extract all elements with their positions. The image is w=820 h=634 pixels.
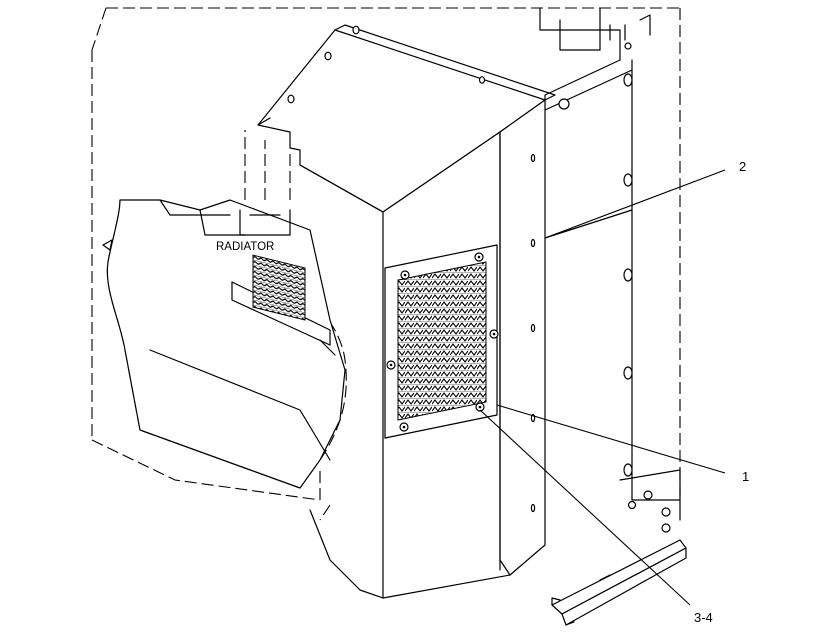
bolt-icon xyxy=(558,98,570,110)
bolt-icon xyxy=(661,507,671,517)
callout-2-label: 2 xyxy=(739,159,746,174)
leader-1 xyxy=(496,404,726,474)
frame-bolts xyxy=(558,42,671,533)
cover-bolt-icon xyxy=(489,329,499,339)
bolt-icon xyxy=(623,73,633,87)
cover-bolt-icon xyxy=(474,252,484,262)
callout-3-4-label: 3-4 xyxy=(694,610,713,625)
cover-bolt-icon xyxy=(386,360,396,370)
cover-bolt-icon xyxy=(475,402,485,412)
bolt-icon xyxy=(643,490,653,500)
slot-icon xyxy=(530,503,536,513)
hole-icon xyxy=(287,94,295,104)
bolt-icon xyxy=(623,366,633,380)
side-frame xyxy=(539,7,681,521)
bolt-icon xyxy=(627,500,637,510)
callout-1-label: 1 xyxy=(742,469,749,484)
leader-3-4 xyxy=(479,409,691,606)
callout-leaders xyxy=(479,169,726,606)
hole-icon xyxy=(324,51,332,61)
hole-icon xyxy=(478,76,486,84)
cover-bolt-icon xyxy=(400,270,410,280)
bolt-icon xyxy=(623,268,633,282)
bolt-icon xyxy=(661,523,671,533)
hole-icon xyxy=(352,25,360,35)
radiator-core xyxy=(252,254,306,321)
bolt-icon xyxy=(624,42,632,50)
enclosure xyxy=(257,24,556,599)
bottom-bracket xyxy=(551,539,687,626)
leader-2 xyxy=(544,169,726,239)
slot-icon xyxy=(530,323,536,333)
bolt-icon xyxy=(623,463,633,477)
radiator-label: RADIATOR xyxy=(216,241,274,253)
slot-icon xyxy=(530,238,536,248)
grille-cover xyxy=(384,244,499,439)
cover-bolt-icon xyxy=(399,422,409,432)
slot-icon xyxy=(530,153,536,163)
bolt-icon xyxy=(623,173,633,187)
